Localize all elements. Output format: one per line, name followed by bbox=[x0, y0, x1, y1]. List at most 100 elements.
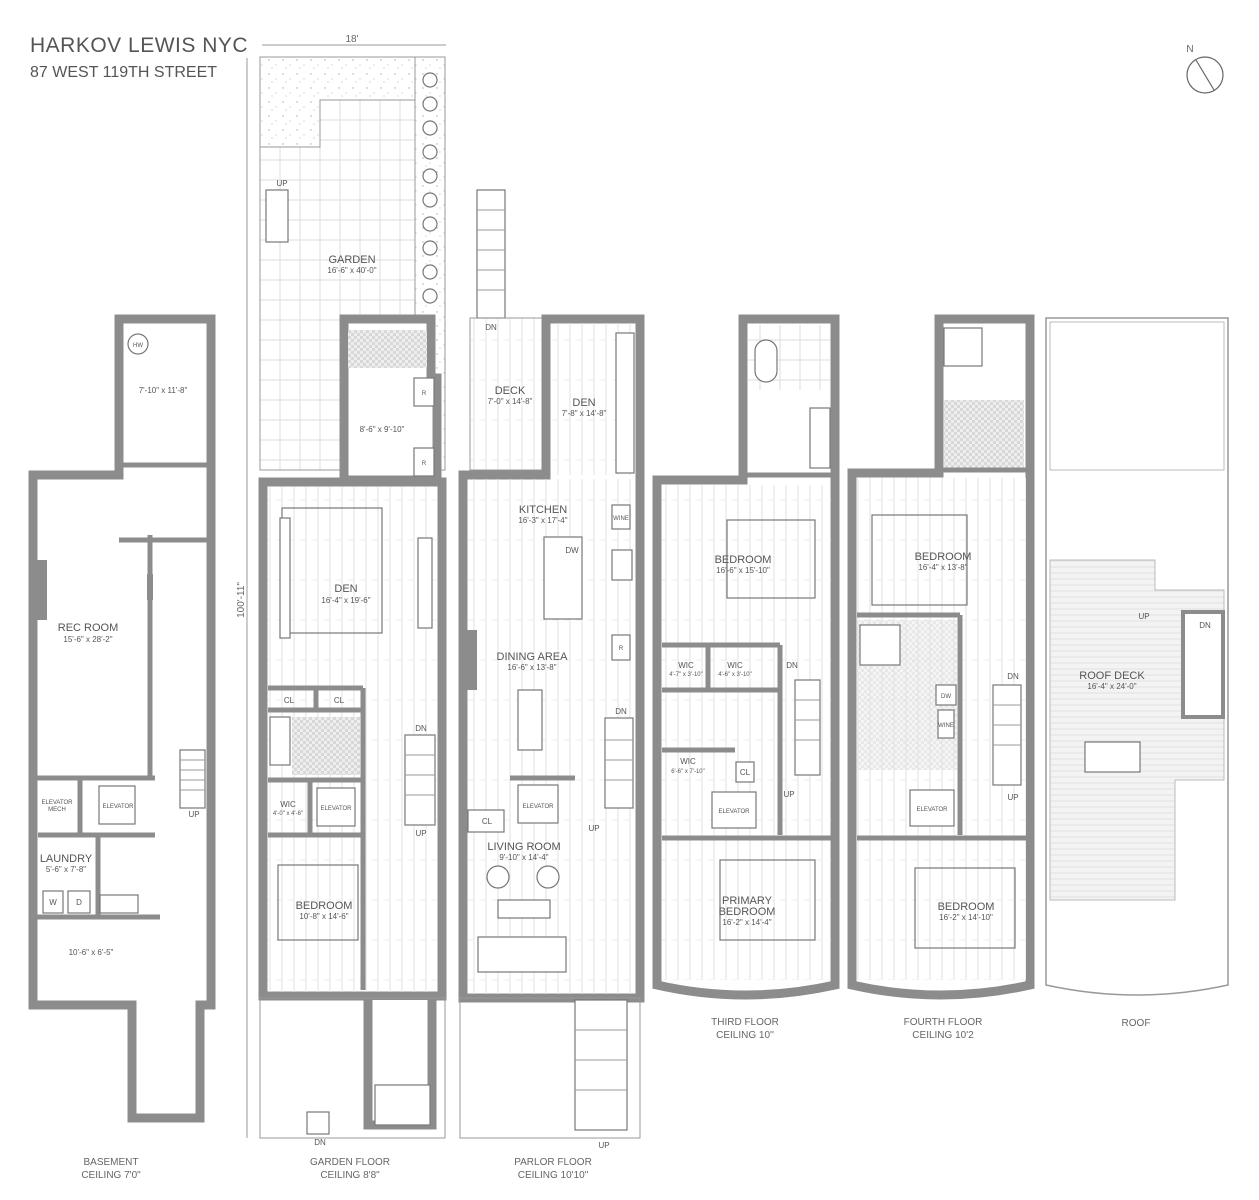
room-label: UP bbox=[188, 810, 199, 819]
room-label: 7'-0" x 14'-8" bbox=[488, 397, 533, 406]
room-label: 6'-6" x 7'-10" bbox=[671, 769, 705, 775]
outdoor-table-icon bbox=[1084, 741, 1141, 773]
room-label: 4'-0" x 4'-6" bbox=[273, 811, 303, 817]
room-label: BEDROOM bbox=[296, 900, 353, 912]
room-label: WINE bbox=[938, 723, 954, 729]
room-label: UP bbox=[276, 179, 287, 188]
room-label: FOURTH FLOOR bbox=[904, 1017, 983, 1028]
room-label: BEDROOM bbox=[915, 551, 972, 563]
room-label: N bbox=[1186, 44, 1193, 55]
roof-hatch-stairs-icon bbox=[1181, 610, 1225, 719]
room-label: ELEVATOR bbox=[41, 800, 73, 806]
bed-icon bbox=[277, 864, 359, 941]
room-label: DN bbox=[485, 323, 497, 332]
vanity-icon bbox=[809, 407, 831, 469]
room-label: GARDEN bbox=[328, 254, 375, 266]
sofa-icon bbox=[279, 517, 291, 639]
deck-stairs-icon bbox=[476, 189, 506, 319]
room-label: UP bbox=[783, 790, 794, 799]
depth-dimension: 100'-11" bbox=[236, 58, 248, 1138]
room-label: ELEVATOR bbox=[522, 804, 554, 810]
room-label: ROOF DECK bbox=[1079, 670, 1145, 682]
dining-table-icon bbox=[517, 689, 543, 751]
room-label: 18' bbox=[345, 34, 358, 45]
room-label: LAUNDRY bbox=[40, 853, 93, 865]
sink-icon bbox=[99, 894, 139, 914]
dryer-icon bbox=[67, 890, 91, 914]
room-label: 9'-10" x 14'-4" bbox=[499, 853, 548, 862]
room-label: UP bbox=[588, 824, 599, 833]
stairs-icon bbox=[404, 734, 436, 826]
basement-ceiling: CEILING 7'0" bbox=[81, 1170, 141, 1181]
room-label: UP bbox=[1007, 793, 1018, 802]
room-label: BEDROOM bbox=[715, 554, 772, 566]
room-label: THIRD FLOOR bbox=[711, 1017, 779, 1028]
room-label: 8'-6" x 9'-10" bbox=[360, 425, 405, 434]
room-label: UP bbox=[415, 829, 426, 838]
room-label: BEDROOM bbox=[938, 901, 995, 913]
bed-icon bbox=[726, 519, 816, 599]
room-label: 16'-4" x 13'-8" bbox=[918, 563, 967, 572]
room-label: 4'-6" x 3'-10" bbox=[718, 672, 752, 678]
basement-plan: HW 7'-10" x 11'-8" REC ROOM 15'-6" x 28'… bbox=[28, 314, 216, 1123]
room-label: DECK bbox=[495, 385, 526, 397]
roof-plan: DN UP ROOF DECK 16'-4" x 24'-0" ROOF bbox=[1045, 317, 1229, 1029]
room-label: WIC bbox=[727, 661, 743, 670]
range-icon bbox=[611, 549, 633, 581]
room-label: D bbox=[76, 898, 82, 907]
room-label: WIC bbox=[680, 757, 696, 766]
room-label: 16'-6" x 13'-8" bbox=[507, 663, 556, 672]
room-label: 16'-6" x 40'-0" bbox=[327, 266, 376, 275]
room-label: ELEVATOR bbox=[916, 807, 948, 813]
room-label: CEILING 10'' bbox=[716, 1030, 774, 1041]
room-label: CL bbox=[740, 768, 751, 777]
garden-floor-ceiling: CEILING 8'8" bbox=[320, 1170, 380, 1181]
room-label: DW bbox=[941, 694, 951, 700]
fourth-floor-plan: BEDROOM 16'-4" x 13'-8" DW WINE ELEVATOR… bbox=[847, 314, 1035, 1041]
basement-label: BASEMENT bbox=[83, 1157, 138, 1168]
console-icon bbox=[417, 537, 433, 629]
parlor-floor-ceiling: CEILING 10'10" bbox=[518, 1170, 589, 1181]
room-label: BEDROOM bbox=[719, 906, 776, 918]
room-label: DN bbox=[314, 1138, 326, 1147]
room-label: ELEVATOR bbox=[320, 806, 352, 812]
room-label: MECH bbox=[48, 807, 66, 813]
garden-floor-label: GARDEN FLOOR bbox=[310, 1157, 390, 1168]
island-icon bbox=[543, 536, 583, 620]
room-label: 10'-8" x 14'-6" bbox=[299, 912, 348, 921]
front-steps-icon bbox=[374, 1084, 431, 1126]
room-label: KITCHEN bbox=[519, 504, 567, 516]
stairs-icon bbox=[604, 717, 634, 809]
room-label: DN bbox=[1199, 621, 1211, 630]
stairs-icon bbox=[992, 684, 1022, 786]
room-label: 15'-6" x 28'-2" bbox=[63, 635, 112, 644]
room-label: 100'-11" bbox=[236, 582, 247, 618]
hedge-plants bbox=[422, 72, 438, 304]
shower-icon bbox=[943, 327, 983, 367]
third-floor-plan: BEDROOM 16'-6" x 15'-10" WIC 4'-7" x 3'-… bbox=[652, 314, 840, 1041]
room-label: ELEVATOR bbox=[102, 804, 134, 810]
room-label: HW bbox=[133, 343, 143, 349]
coffee-table-icon bbox=[497, 899, 551, 919]
room-label: DINING AREA bbox=[497, 651, 569, 663]
bed-icon bbox=[914, 867, 1016, 949]
parlor-floor-plan: DN DECK 7'-0" x 14'-8" DEN 7'-8" x 14'-8… bbox=[458, 189, 645, 1150]
stairs-icon bbox=[179, 749, 206, 809]
room-label: 10'-6" x 6'-5" bbox=[69, 948, 114, 957]
bed-icon bbox=[719, 859, 816, 941]
room-label: 5'-6" x 7'-8" bbox=[46, 865, 86, 874]
room-label: 16'-4" x 24'-0" bbox=[1087, 682, 1136, 691]
room-label: DW bbox=[565, 546, 579, 555]
shower-icon bbox=[859, 624, 901, 666]
bed-icon bbox=[871, 514, 968, 606]
room-label: REC ROOM bbox=[58, 622, 119, 634]
bookcase-icon bbox=[615, 332, 635, 474]
room-label: 7'-8" x 14'-8" bbox=[562, 409, 607, 418]
stairs-icon bbox=[794, 679, 821, 776]
bathtub-icon bbox=[754, 339, 778, 383]
room-label: CEILING 10'2 bbox=[912, 1030, 974, 1041]
room-label: LIVING ROOM bbox=[487, 841, 560, 853]
bathtub-icon bbox=[269, 716, 291, 766]
room-label: DN bbox=[615, 707, 627, 716]
room-label: 16'-4" x 19'-6" bbox=[321, 596, 370, 605]
